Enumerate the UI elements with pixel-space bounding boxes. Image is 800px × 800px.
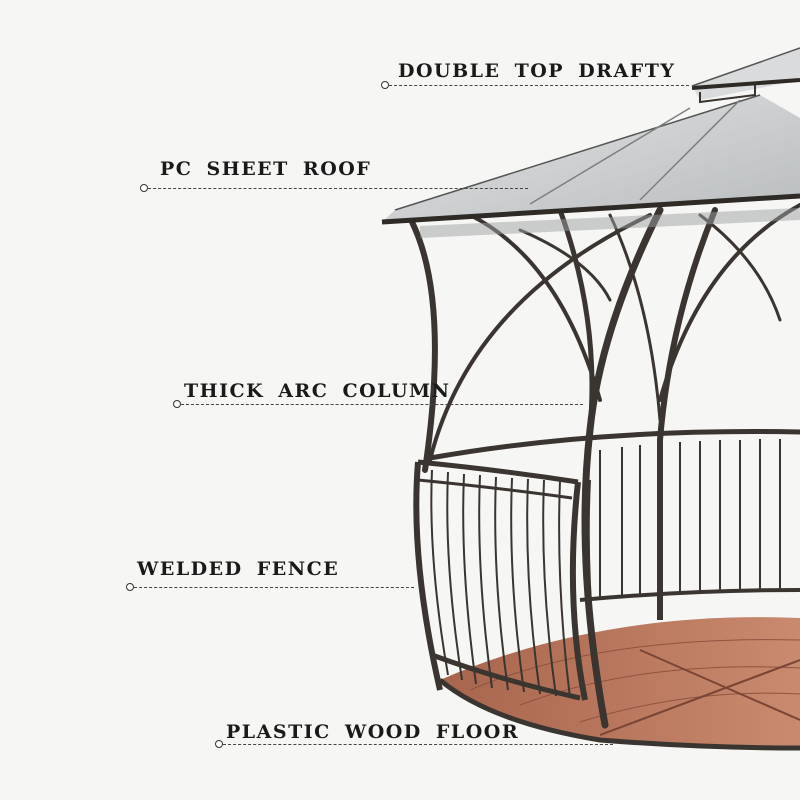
front-fence bbox=[413, 459, 601, 701]
callout-dot-wood-floor bbox=[215, 740, 223, 748]
callout-leader-arc-column bbox=[181, 404, 583, 405]
back-fence bbox=[429, 429, 800, 620]
callout-dot-pc-roof bbox=[140, 184, 148, 192]
label-pc-sheet-roof: PC SHEET ROOF bbox=[160, 158, 372, 180]
double-top-drafty bbox=[691, 47, 800, 104]
label-double-top-drafty: DOUBLE TOP DRAFTY bbox=[398, 60, 676, 82]
callout-dot-welded-fence bbox=[126, 583, 134, 591]
callout-leader-double-top bbox=[389, 85, 689, 86]
callout-dot-double-top bbox=[381, 81, 389, 89]
label-plastic-wood-floor: PLASTIC WOOD FLOOR bbox=[226, 721, 520, 743]
callout-leader-wood-floor bbox=[223, 744, 613, 745]
callout-dot-arc-column bbox=[173, 400, 181, 408]
callout-leader-pc-roof bbox=[148, 188, 528, 189]
callout-leader-welded-fence bbox=[134, 587, 414, 588]
arc-columns bbox=[409, 203, 800, 729]
pc-sheet-roof bbox=[381, 94, 800, 238]
label-thick-arc-column: THICK ARC COLUMN bbox=[184, 380, 451, 402]
label-welded-fence: WELDED FENCE bbox=[137, 558, 340, 580]
wood-deck-floor bbox=[438, 617, 800, 751]
